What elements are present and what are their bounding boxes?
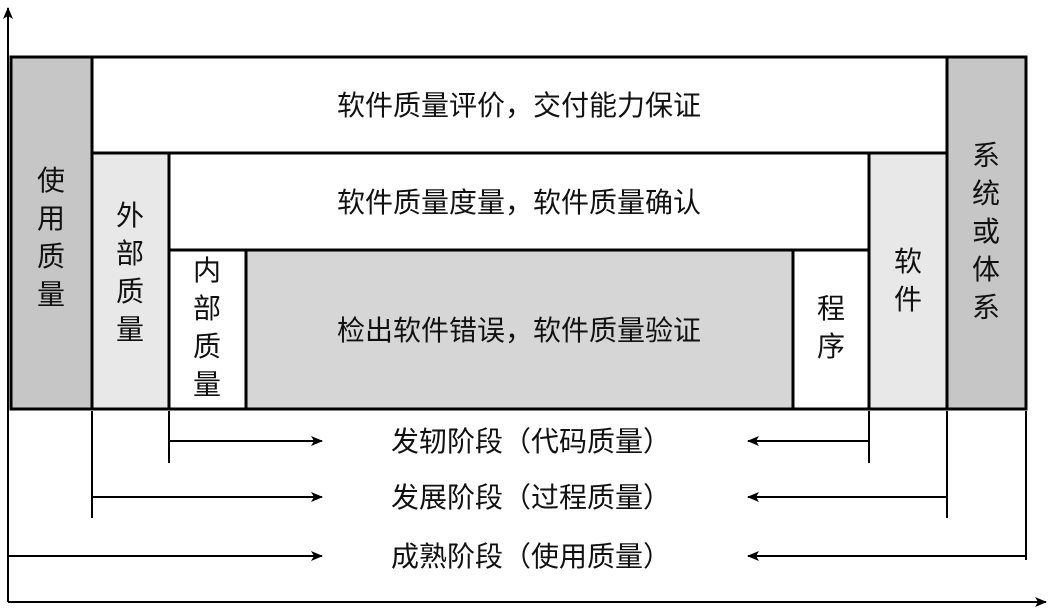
software-band [867, 151, 949, 411]
external-quality-char: 量 [116, 313, 144, 346]
internal-quality-char: 内 [193, 254, 221, 287]
middle-band-label: 软件质量度量，软件质量确认 [337, 186, 701, 219]
top-band [90, 55, 949, 155]
top-band-label: 软件质量评价，交付能力保证 [337, 89, 701, 122]
software-char: 软 [894, 245, 922, 278]
use-quality-char: 量 [37, 278, 65, 311]
middle-band [167, 151, 871, 252]
use-quality-char: 质 [37, 240, 65, 273]
internal-quality-char: 部 [193, 292, 221, 325]
system-band [945, 55, 1028, 411]
program-char: 序 [817, 330, 845, 363]
system-char: 统 [972, 177, 1000, 210]
internal-quality-char: 质 [193, 330, 221, 363]
external-quality-char: 部 [116, 237, 144, 270]
internal-quality-band [167, 248, 248, 411]
system-char: 系 [972, 139, 1000, 172]
external-quality-char: 质 [116, 275, 144, 308]
external-quality-band [90, 151, 171, 411]
use-quality-char: 使 [37, 164, 65, 197]
internal-quality-char: 量 [193, 368, 221, 401]
initial-stage-label: 发轫阶段（代码质量） [391, 425, 671, 458]
core-band-label: 检出软件错误，软件质量验证 [337, 314, 701, 347]
software-char: 件 [894, 283, 922, 316]
program-band [791, 248, 871, 411]
mature-stage-label: 成熟阶段（使用质量） [391, 540, 671, 573]
development-stage-label: 发展阶段（过程质量） [391, 481, 671, 514]
system-char: 系 [972, 291, 1000, 324]
external-quality-char: 外 [116, 199, 144, 232]
core-band [244, 248, 795, 411]
program-char: 程 [817, 292, 845, 325]
system-char: 体 [972, 253, 1000, 286]
system-char: 或 [972, 215, 1000, 248]
use-quality-char: 用 [37, 202, 65, 235]
